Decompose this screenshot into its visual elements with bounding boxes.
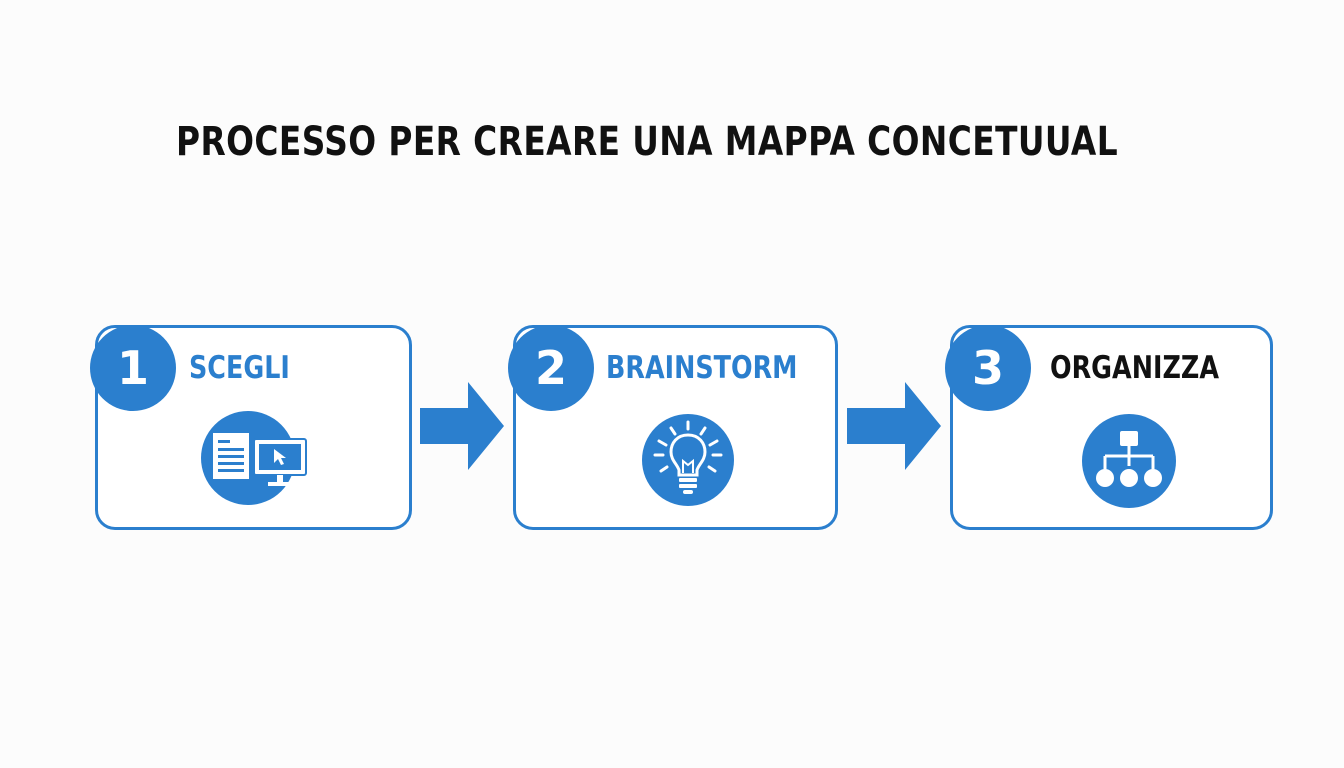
step-2-label: BRAINSTORM [606,350,798,386]
diagram-title: PROCESSO PER CREARE UNA MAPPA CONCETUUAL [176,119,1119,165]
step-2-number-badge: 2 [508,325,594,411]
step-3-label: ORGANIZZA [1050,350,1219,386]
hierarchy-icon [1082,414,1176,508]
arrow-right-icon [847,382,941,470]
document-computer-icon [201,411,307,505]
lightbulb-icon [642,414,734,506]
step-1-label: SCEGLI [189,350,290,386]
step-1-number-badge: 1 [90,325,176,411]
step-3-number-badge: 3 [945,325,1031,411]
arrow-right-icon [420,382,504,470]
